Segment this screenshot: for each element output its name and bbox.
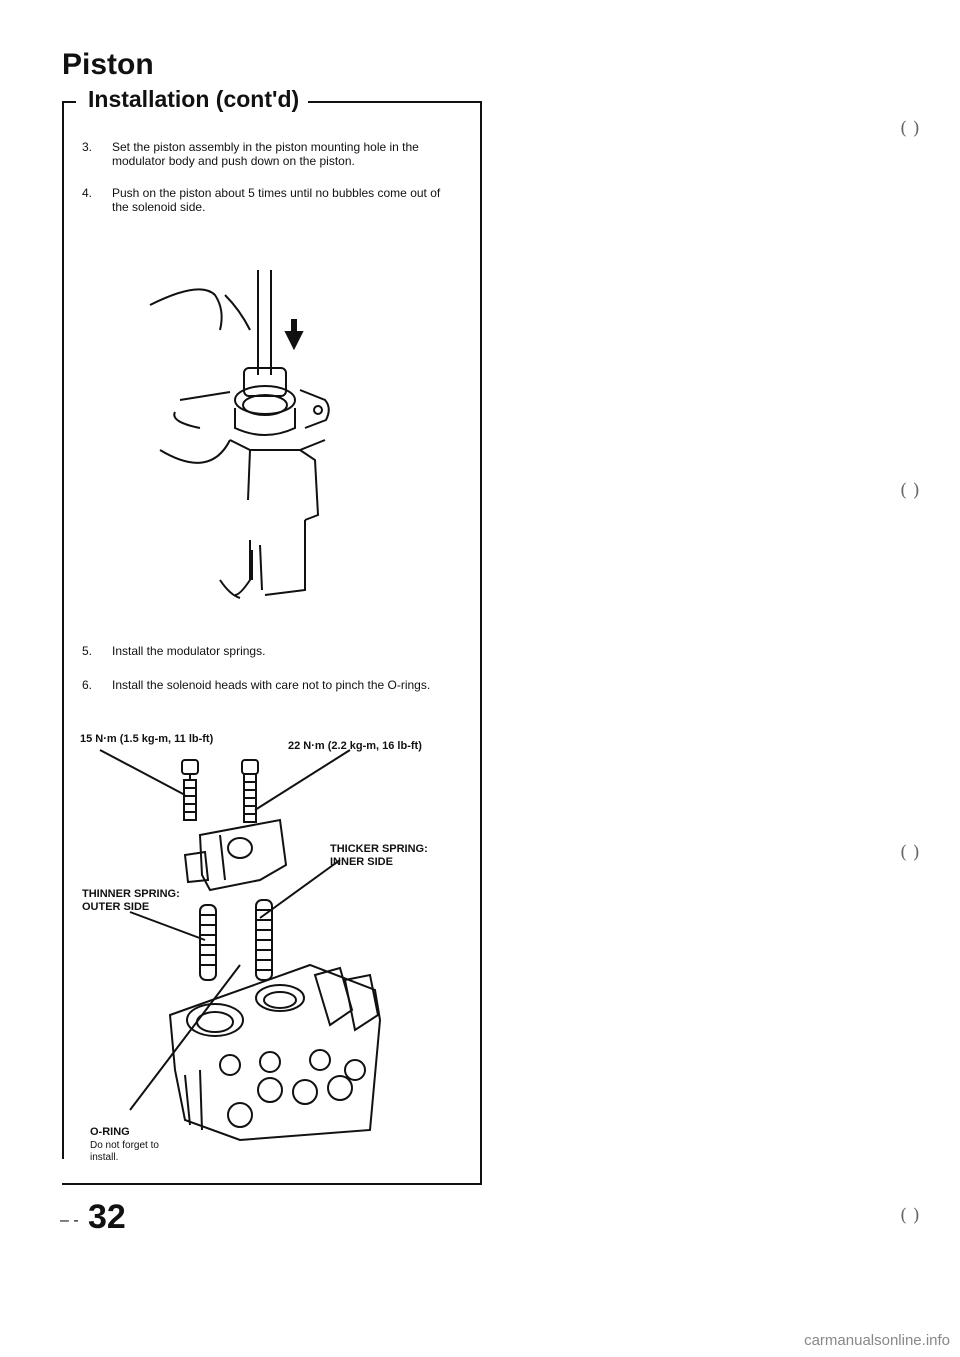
page-title: Piston: [62, 48, 154, 81]
frame-top-left: [62, 101, 76, 103]
thicker-spring-label: THICKER SPRING: INNER SIDE: [330, 843, 428, 868]
step-number: 6.: [82, 678, 93, 692]
watermark-text: carmanualsonline.info: [804, 1332, 950, 1349]
thinner-spring-label: THINNER SPRING: OUTER SIDE: [82, 888, 180, 913]
torque-label-right: 22 N·m (2.2 kg-m, 16 lb-ft): [288, 740, 422, 752]
margin-mark: ( ): [900, 1205, 920, 1226]
section-subtitle: Installation (cont'd): [88, 86, 300, 112]
step-number: 3.: [82, 140, 93, 154]
step-text: Push on the piston about 5 times until n…: [112, 186, 441, 214]
step-text: Install the modulator springs.: [112, 644, 266, 658]
frame-left-border: [62, 101, 64, 1159]
page-number: 32: [88, 1198, 126, 1236]
piston-push-illustration: [149, 270, 330, 599]
frame-right-border: [480, 101, 482, 1185]
step-text: Set the piston assembly in the piston mo…: [112, 140, 419, 168]
torque-label-left: 15 N·m (1.5 kg-m, 11 lb-ft): [80, 733, 214, 745]
step-number: 5.: [82, 644, 93, 658]
step-number: 4.: [82, 186, 93, 200]
page-dash: – ‑: [60, 1212, 79, 1229]
frame-bottom-border: [62, 1183, 482, 1185]
o-ring-label: O-RING: [90, 1126, 130, 1138]
modulator-assembly-illustration: [99, 749, 382, 1142]
step-text: Install the solenoid heads with care not…: [112, 678, 431, 692]
frame-top-right: [308, 101, 482, 103]
margin-mark: ( ): [900, 480, 920, 501]
margin-mark: ( ): [900, 118, 920, 139]
margin-mark: ( ): [900, 842, 920, 863]
o-ring-note: Do not forget to install.: [90, 1140, 159, 1163]
